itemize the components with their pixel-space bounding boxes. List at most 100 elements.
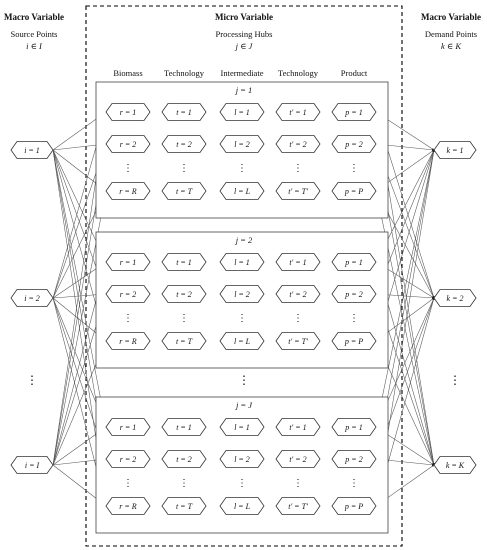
hub-1-node-0-0-shape [105,253,151,271]
hub-0-node-1-2-shape [161,182,207,200]
hub-1-node-3-2: t' = T' [275,332,321,350]
hub-0-node-2-2-shape [219,182,265,200]
hub-2-node-4-1: p = 2 [331,450,377,468]
hub-0-node-1-0-label: t = 1 [176,108,192,117]
column-ellipsis: ⋮ [349,163,359,174]
column-ellipsis: ⋮ [349,313,359,324]
hub-1-node-2-1-label: l = 2 [234,290,250,299]
hub-0-node-1-1-shape [161,135,207,153]
demand-node-1-shape [433,289,477,307]
hub-2-node-3-1: t' = 2 [275,450,321,468]
column-ellipsis: ⋮ [179,163,189,174]
hub-1-node-1-0-shape [161,253,207,271]
hub-1-node-1-0-label: t = 1 [176,258,192,267]
hub-1-node-4-0-shape [331,253,377,271]
hub-ellipsis: ⋮ [238,373,250,387]
hub-0-node-1-0: t = 1 [161,103,207,121]
micro-set: j ∈ J [235,41,254,51]
hub-0-node-3-0-shape [275,103,321,121]
hub-1-node-1-2-label: t = T [176,337,193,346]
hub-2-node-4-0: p = 1 [331,418,377,436]
hub-1-node-1-1-label: t = 2 [176,290,192,299]
macro-right-title: Macro Variable [421,12,481,22]
demand-node-1-label: k = 2 [447,294,464,303]
hub-2-node-0-1-label: r = 2 [120,455,137,464]
hub-1-node-3-2-label: t' = T' [288,337,308,346]
hub-1-node-2-0: l = 1 [219,253,265,271]
column-header-1: Technology [164,68,205,78]
source-node-1: i = 2 [10,289,54,307]
column-ellipsis: ⋮ [293,478,303,489]
column-header-2: Intermediate [221,68,264,78]
hub-0-node-0-0: r = 1 [105,103,151,121]
hub-2: j = Jr = 1r = 2r = R⋮t = 1t = 2t = T⋮l =… [95,396,389,534]
hub-2-node-1-2-shape [161,497,207,515]
hub-2-node-0-0-label: r = 1 [120,423,137,432]
source-node-0-shape [10,141,54,159]
hub-2-node-0-1: r = 2 [105,450,151,468]
hub-0-node-2-1: l = 2 [219,135,265,153]
hub-2-node-4-1-label: p = 2 [344,455,362,464]
hub-0-node-1-0-shape [161,103,207,121]
hub-0-node-2-0: l = 1 [219,103,265,121]
hub-0-node-0-0-shape [105,103,151,121]
hub-0: j = 1r = 1r = 2r = R⋮t = 1t = 2t = T⋮l =… [95,81,389,219]
hub-1-node-2-2-shape [219,332,265,350]
hub-0-node-2-0-label: l = 1 [234,108,250,117]
hub-1-node-4-0: p = 1 [331,253,377,271]
demand-node-0-label: k = 1 [447,146,464,155]
hub-1-node-2-2: l = L [219,332,265,350]
column-header-4: Product [341,68,368,78]
hub-2-node-3-0-shape [275,418,321,436]
demand-node-1: k = 2 [433,289,477,307]
hub-2-node-3-1-shape [275,450,321,468]
hub-0-node-4-0-shape [331,103,377,121]
hub-1-node-1-1: t = 2 [161,285,207,303]
column-ellipsis: ⋮ [237,163,247,174]
hub-0-node-1-2: t = T [161,182,207,200]
hub-0-node-1-2-label: t = T [176,187,193,196]
column-ellipsis: ⋮ [293,163,303,174]
hub-2-node-1-1: t = 2 [161,450,207,468]
column-ellipsis: ⋮ [179,313,189,324]
column-header-3: Technology [278,68,319,78]
hub-0-node-2-2-label: l = L [234,187,251,196]
hub-2-node-4-2-label: p = P [344,502,363,511]
column-header-0: Biomass [113,68,142,78]
hub-1-node-3-0-label: t' = 1 [289,258,306,267]
hub-1-node-0-2-label: r = R [119,337,137,346]
column-ellipsis: ⋮ [237,478,247,489]
hub-1-node-4-2-label: p = P [344,337,363,346]
demand-link [375,149,435,428]
hub-2-node-4-0-shape [331,418,377,436]
hub-1-node-0-0-label: r = 1 [120,258,137,267]
hub-2-node-1-0-shape [161,418,207,436]
demand-node-2: k = K [433,456,477,474]
hub-1-node-2-0-label: l = 1 [234,258,250,267]
hub-0-node-1-1-label: t = 2 [176,140,192,149]
hub-0-node-0-0-label: r = 1 [120,108,137,117]
hub-2-node-3-2-shape [275,497,321,515]
processing-hubs: j = 1r = 1r = 2r = R⋮t = 1t = 2t = T⋮l =… [95,81,389,534]
hub-1-node-0-0: r = 1 [105,253,151,271]
source-node-0-label: i = 1 [24,146,40,155]
hub-2-node-0-0-shape [105,418,151,436]
macro-right-subtitle: Demand Points [425,29,477,39]
hub-2-node-3-0: t' = 1 [275,418,321,436]
hub-0-node-4-2-label: p = P [344,187,363,196]
hub-0-node-4-0: p = 1 [331,103,377,121]
hub-2-node-2-1: l = 2 [219,450,265,468]
macro-left-title: Macro Variable [4,12,64,22]
hub-0-node-3-0: t' = 1 [275,103,321,121]
hub-0-node-3-1-shape [275,135,321,153]
hub-0-node-3-2-label: t' = T' [288,187,308,196]
micro-title: Micro Variable [215,12,273,22]
hub-2-node-2-1-label: l = 2 [234,455,250,464]
hub-1-node-1-1-shape [161,285,207,303]
hub-label-2: j = J [235,400,253,410]
hub-1-node-2-1-shape [219,285,265,303]
hub-2-node-4-2: p = P [331,497,377,515]
source-node-0: i = 1 [10,141,54,159]
source-node-2-shape [10,456,54,474]
